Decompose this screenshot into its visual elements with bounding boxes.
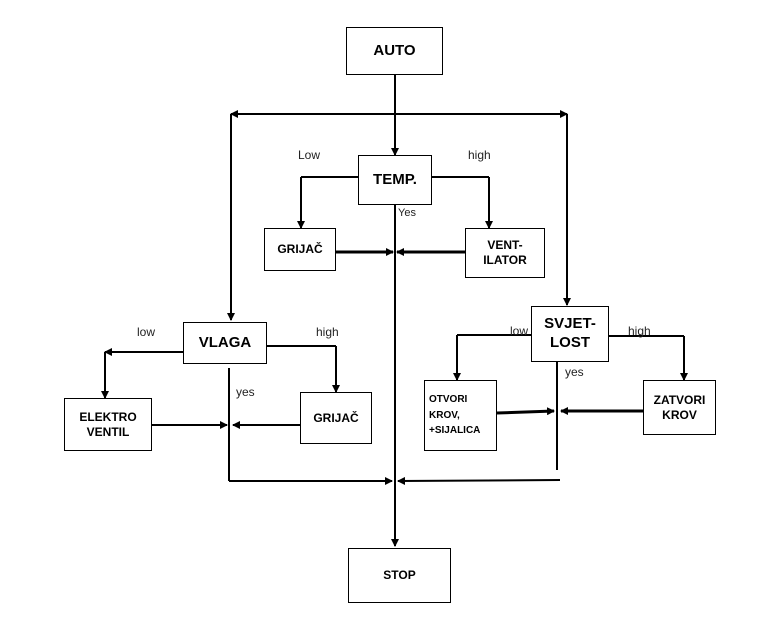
temp-yes-label: Yes: [398, 207, 416, 219]
ventilator-box: VENT- ILATOR: [465, 228, 545, 278]
svjetlost-label: SVJET- LOST: [544, 315, 596, 351]
zatvori-krov-label: ZATVORI KROV: [653, 392, 706, 422]
svjetlost-yes-label: yes: [565, 365, 584, 379]
elektro-ventil-label: ELEKTRO VENTIL: [79, 409, 137, 439]
temp-label: TEMP.: [373, 170, 417, 188]
grijac-bottom-label: GRIJAČ: [313, 410, 359, 425]
grijac-top-label: GRIJAČ: [277, 242, 323, 256]
vlaga-low-label: low: [137, 325, 156, 339]
grijac-bottom-box: GRIJAČ: [300, 392, 372, 444]
vlaga-box: VLAGA: [183, 322, 267, 364]
vlaga-label: VLAGA: [198, 333, 252, 351]
grijac-top-box: GRIJAČ: [264, 228, 336, 271]
edge-bottom-right: [397, 476, 561, 485]
svjetlost-box: SVJET- LOST: [531, 306, 609, 362]
temp-low-label: Low: [298, 148, 321, 162]
edge-otvori-center: [496, 407, 555, 416]
temp-high-label: high: [468, 148, 491, 162]
otvori-krov-box: OTVORI KROV, +SIJALICA: [424, 380, 497, 451]
ventilator-label: VENT- ILATOR: [483, 238, 527, 267]
stop-box: STOP: [348, 548, 451, 603]
vlaga-yes-label: yes: [236, 385, 255, 399]
svjetlost-high-label: high: [628, 324, 651, 338]
elektro-ventil-box: ELEKTRO VENTIL: [64, 398, 152, 451]
vlaga-high-label: high: [316, 325, 339, 339]
zatvori-krov-box: ZATVORI KROV: [643, 380, 716, 435]
temp-box: TEMP.: [358, 155, 432, 205]
stop-label: STOP: [383, 568, 416, 582]
auto-box: AUTO: [346, 27, 443, 75]
auto-label: AUTO: [373, 41, 416, 59]
otvori-krov-label: OTVORI KROV, +SIJALICA: [429, 394, 481, 437]
svjetlost-low-label: low: [510, 324, 529, 338]
